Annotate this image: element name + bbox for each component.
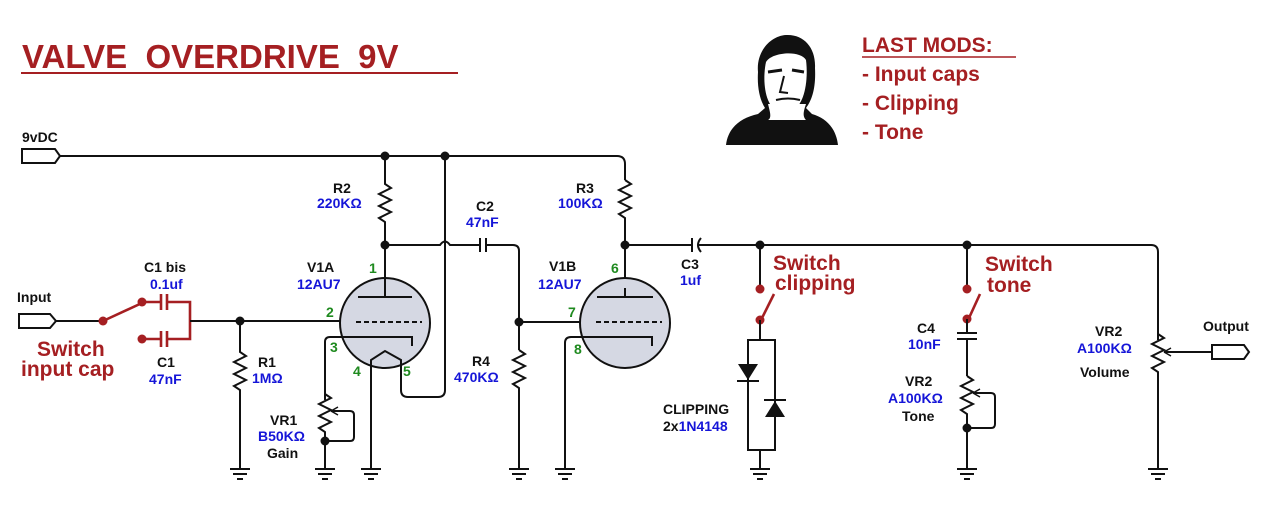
switch-clipping-label: Switch xyxy=(773,252,841,275)
v1a-ref: V1A xyxy=(307,259,334,275)
switch-tone-label: Switch xyxy=(985,253,1053,276)
switch-input-cap-label: Switch xyxy=(37,338,105,361)
power-rail xyxy=(60,155,626,180)
c2-capacitor xyxy=(479,238,487,252)
mods-item: - Input caps xyxy=(862,63,980,86)
r1-value: 1MΩ xyxy=(252,370,283,386)
ground-icon xyxy=(957,468,977,480)
v1a-value: 12AU7 xyxy=(297,276,341,292)
switch-clipping-label: clipping xyxy=(775,272,856,295)
v1b-value: 12AU7 xyxy=(538,276,582,292)
r2-value: 220KΩ xyxy=(317,195,362,211)
clipping-ref: CLIPPING xyxy=(663,401,729,417)
c2-ref: C2 xyxy=(476,198,494,214)
ground-icon xyxy=(1148,468,1168,480)
mods-item: - Tone xyxy=(862,121,923,144)
vr1-potentiometer[interactable] xyxy=(316,393,334,468)
r4-value: 470KΩ xyxy=(454,369,499,385)
power-port[interactable] xyxy=(21,148,62,164)
ground-icon xyxy=(315,468,335,480)
c4-capacitor xyxy=(957,332,977,340)
c1bis-ref: C1 bis xyxy=(144,259,186,275)
v1a-pin: 5 xyxy=(403,363,411,379)
clipping-part: 1N4148 xyxy=(679,418,728,434)
vr2-tone-value: A100KΩ xyxy=(888,390,943,406)
vr1-ref: VR1 xyxy=(270,412,297,428)
vr2-volume-potentiometer[interactable] xyxy=(1149,333,1167,468)
r2-ref: R2 xyxy=(333,180,351,196)
author-portrait-icon xyxy=(726,34,838,145)
input-port[interactable] xyxy=(18,313,58,329)
tone-switch[interactable] xyxy=(962,284,982,324)
ground-icon xyxy=(750,468,770,480)
power-label: 9vDC xyxy=(22,129,58,145)
vr2-tone-ref: VR2 xyxy=(905,373,932,389)
vr2-volume-name: Volume xyxy=(1080,364,1130,380)
c2-value: 47nF xyxy=(466,214,499,230)
input-label: Input xyxy=(17,289,52,305)
clipping-value: 2x1N4148 xyxy=(663,418,728,434)
input-cap-switch[interactable] xyxy=(98,297,147,344)
ground-icon xyxy=(555,468,575,480)
mods-item: - Clipping xyxy=(862,92,959,115)
v1a-pin: 2 xyxy=(326,304,334,320)
v1b-tube xyxy=(579,277,671,369)
switch-input-cap-label: input cap xyxy=(21,358,114,381)
r3-value: 100KΩ xyxy=(558,195,603,211)
v1b-pin: 6 xyxy=(611,260,619,276)
r3-ref: R3 xyxy=(576,180,594,196)
ground-icon xyxy=(230,468,250,480)
c1bis-capacitor xyxy=(142,294,192,347)
vr1-name: Gain xyxy=(267,445,298,461)
vr2-tone-potentiometer[interactable] xyxy=(958,375,976,468)
v1a-pin: 4 xyxy=(353,363,361,379)
junction-dot xyxy=(320,436,330,446)
c4-value: 10nF xyxy=(908,336,941,352)
vr2-volume-value: A100KΩ xyxy=(1077,340,1132,356)
c4-ref: C4 xyxy=(917,320,935,336)
r4-resistor xyxy=(510,349,528,468)
c1bis-value: 0.1uf xyxy=(150,276,183,292)
v1b-ref: V1B xyxy=(549,258,576,274)
switch-tone-label: tone xyxy=(987,274,1031,297)
output-label: Output xyxy=(1203,318,1249,334)
r4-ref: R4 xyxy=(472,353,490,369)
output-port[interactable] xyxy=(1211,344,1251,360)
v1a-pin: 3 xyxy=(330,339,338,355)
ground-icon xyxy=(509,468,529,480)
v1b-pin: 8 xyxy=(574,341,582,357)
clipping-prefix: 2x xyxy=(663,418,679,434)
c3-ref: C3 xyxy=(681,256,699,272)
r2-resistor xyxy=(376,156,394,288)
clipping-diodes xyxy=(737,339,786,451)
ground-icon xyxy=(361,468,381,480)
r3-resistor xyxy=(616,179,634,290)
c3-value: 1uf xyxy=(680,272,701,288)
v1b-pin: 7 xyxy=(568,304,576,320)
vr2-volume-ref: VR2 xyxy=(1095,323,1122,339)
page-title: VALVE OVERDRIVE 9V xyxy=(22,38,399,75)
r1-resistor xyxy=(231,321,249,468)
r1-ref: R1 xyxy=(258,354,276,370)
c1-ref: C1 xyxy=(157,354,175,370)
v1a-pin: 1 xyxy=(369,260,377,276)
clipping-switch[interactable] xyxy=(755,284,776,325)
mods-heading: LAST MODS: xyxy=(862,34,993,57)
vr1-value: B50KΩ xyxy=(258,428,305,444)
vr2-tone-name: Tone xyxy=(902,408,935,424)
junction-dot xyxy=(962,423,972,433)
c1-value: 47nF xyxy=(149,371,182,387)
v1a-tube xyxy=(339,277,431,372)
